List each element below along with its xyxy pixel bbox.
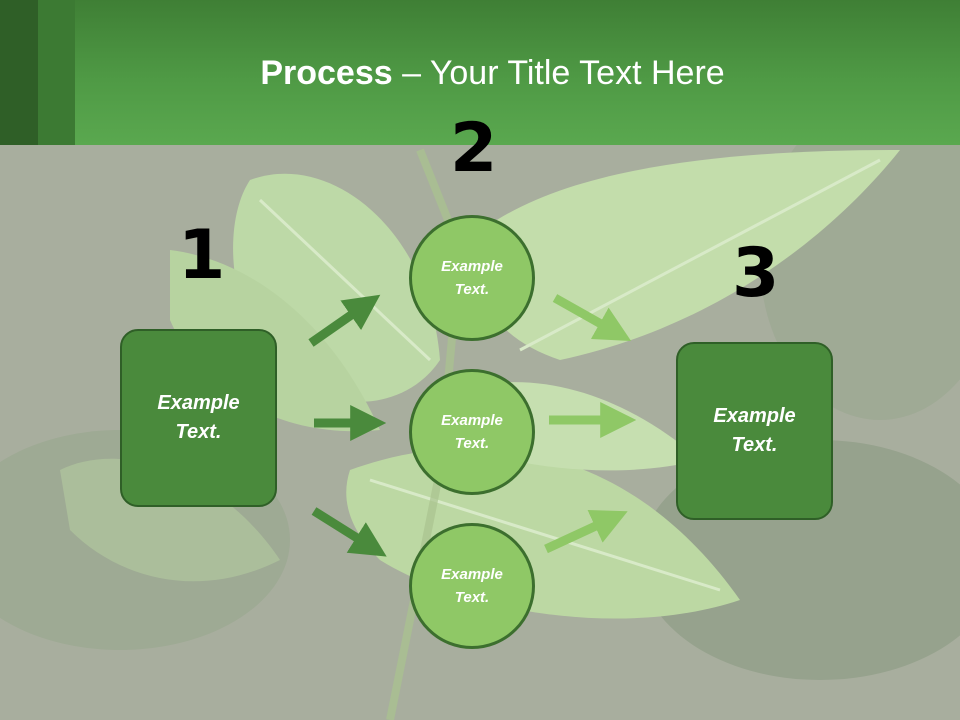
slide-title: Process – Your Title Text Here (0, 54, 960, 93)
arrow-down-right-dark (311, 507, 387, 557)
header-accent-strip (38, 0, 75, 145)
box-label-line1: Example (157, 392, 240, 414)
circle-label-line2: Text. (454, 281, 490, 298)
title-rest: – Your Title Text Here (392, 54, 725, 92)
arrow-down-right-light (552, 294, 632, 341)
process-circle-top: Example Text. (409, 215, 535, 341)
box-label-line1: Example (713, 405, 796, 427)
circle-label-line1: Example (441, 566, 503, 583)
process-circle-middle: Example Text. (409, 369, 535, 495)
circle-label-line1: Example (441, 412, 503, 429)
process-box-start: Example Text. (120, 329, 277, 507)
circle-label-line1: Example (441, 258, 503, 275)
step-number-2: 2 (450, 109, 498, 188)
box-label-line2: Text. (175, 421, 222, 443)
circle-label-line2: Text. (454, 435, 490, 452)
arrow-up-right-dark (308, 294, 381, 347)
step-number-3: 3 (732, 234, 780, 313)
circle-label-line2: Text. (454, 589, 490, 606)
process-box-end: Example Text. (676, 342, 833, 520)
box-label-line2: Text. (731, 434, 778, 456)
header-accent-strip (0, 0, 38, 145)
arrow-up-right-light (544, 509, 628, 554)
title-bold: Process (260, 54, 393, 92)
step-number-1: 1 (178, 216, 226, 295)
header-bar: Process – Your Title Text Here (0, 0, 960, 145)
process-circle-bottom: Example Text. (409, 523, 535, 649)
